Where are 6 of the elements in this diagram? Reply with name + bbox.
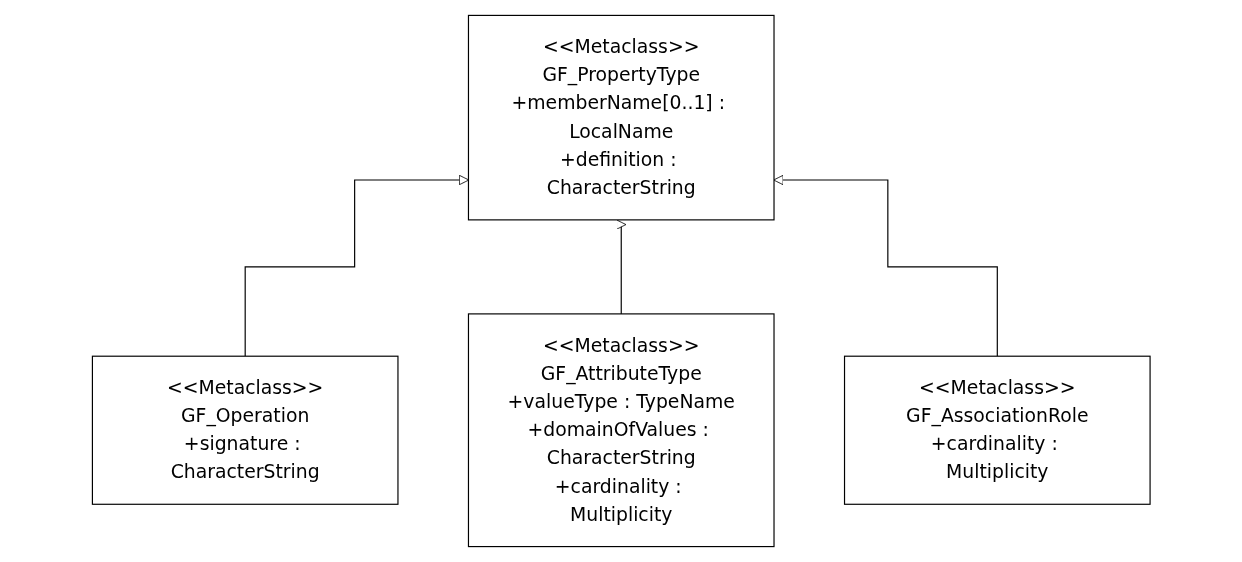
- node-box: <<Metaclass>> GF_AssociationRole +cardinality : Multiplicity: [843, 355, 1151, 505]
- node-box: <<Metaclass>> GF_AttributeType +valueType : TypeName +domainOfValues : CharacterString +cardinality : Multiplicity: [467, 313, 775, 548]
- node-box: <<Metaclass>> GF_Operation +signature : CharacterString: [91, 355, 399, 505]
- arrow: [615, 219, 627, 315]
- node-box: <<Metaclass>> GF_PropertyType +memberName[0..1] : LocalName +definition : CharacterString: [467, 14, 775, 221]
- arrow: [244, 174, 469, 357]
